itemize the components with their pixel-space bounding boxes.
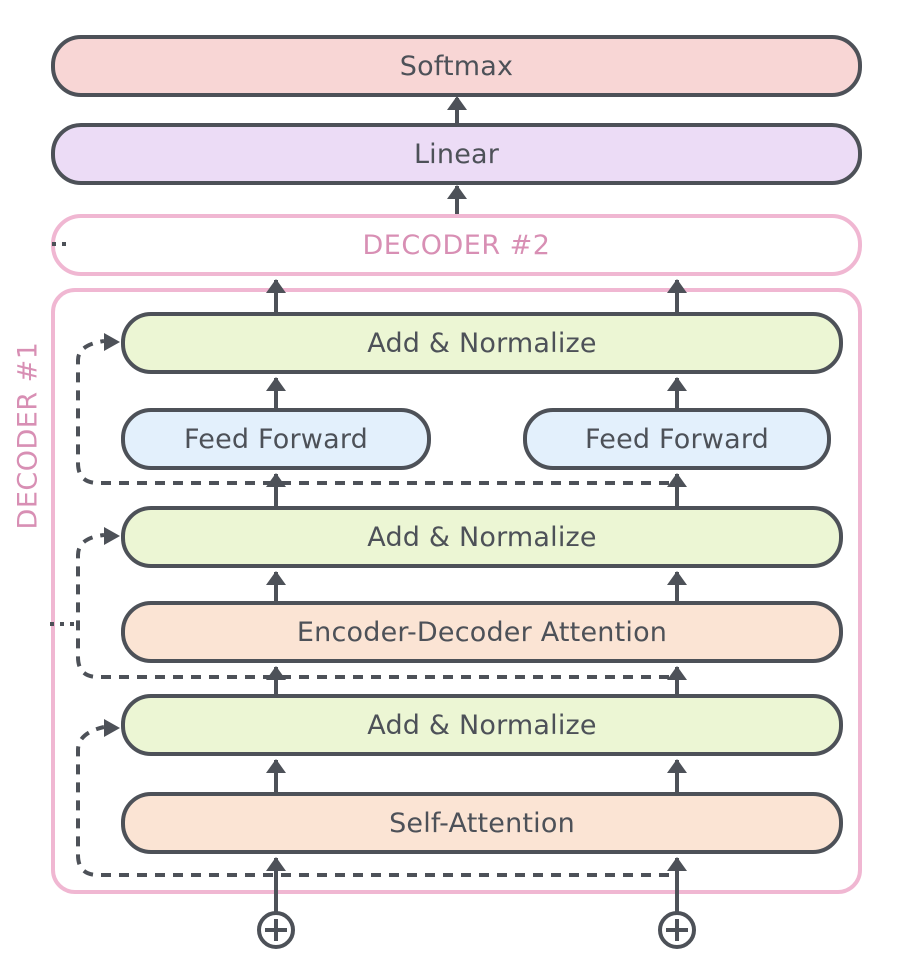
arrowhead bbox=[266, 759, 286, 773]
add-normalize-top: Add & Normalize bbox=[121, 312, 843, 374]
arrowhead bbox=[447, 96, 467, 110]
softmax-layer: Softmax bbox=[51, 35, 862, 97]
arrowhead bbox=[266, 377, 286, 391]
arrowhead bbox=[667, 666, 687, 680]
residual-top bbox=[76, 339, 669, 485]
decoder-1-block bbox=[51, 288, 862, 894]
arrowhead bbox=[667, 759, 687, 773]
add-normalize-middle-label: Add & Normalize bbox=[367, 521, 597, 553]
residual-middle bbox=[76, 533, 669, 679]
encoder-decoder-attention: Encoder-Decoder Attention bbox=[121, 601, 843, 663]
arrowhead bbox=[667, 377, 687, 391]
decoder-2-block: DECODER #2 bbox=[51, 214, 862, 276]
arrowhead bbox=[447, 185, 467, 199]
residual-arrowhead bbox=[104, 719, 120, 737]
linear-layer: Linear bbox=[51, 123, 862, 185]
self-attention: Self-Attention bbox=[121, 792, 843, 854]
arrowhead bbox=[667, 571, 687, 585]
arrowhead bbox=[266, 571, 286, 585]
linear-label: Linear bbox=[413, 138, 500, 170]
add-normalize-top-label: Add & Normalize bbox=[367, 327, 597, 359]
add-normalize-middle: Add & Normalize bbox=[121, 506, 843, 568]
circled-plus-icon bbox=[658, 911, 696, 949]
add-normalize-bottom: Add & Normalize bbox=[121, 694, 843, 756]
arrowhead bbox=[266, 279, 286, 293]
feed-forward-left-label: Feed Forward bbox=[184, 423, 368, 455]
self-attention-label: Self-Attention bbox=[389, 807, 575, 839]
arrowhead bbox=[667, 473, 687, 487]
feed-forward-right: Feed Forward bbox=[523, 408, 831, 470]
arrowhead bbox=[266, 857, 286, 871]
arrowhead bbox=[667, 857, 687, 871]
residual-arrowhead bbox=[104, 333, 120, 351]
circled-plus-icon bbox=[257, 911, 295, 949]
feed-forward-left: Feed Forward bbox=[121, 408, 431, 470]
residual-bottom bbox=[76, 725, 669, 877]
residual-arrowhead bbox=[104, 527, 120, 545]
add-normalize-bottom-label: Add & Normalize bbox=[367, 709, 597, 741]
softmax-label: Softmax bbox=[399, 50, 514, 82]
encoder-decoder-attention-label: Encoder-Decoder Attention bbox=[296, 616, 668, 648]
arrowhead bbox=[667, 279, 687, 293]
decoder-2-label: DECODER #2 bbox=[362, 229, 551, 261]
feed-forward-right-label: Feed Forward bbox=[585, 423, 769, 455]
